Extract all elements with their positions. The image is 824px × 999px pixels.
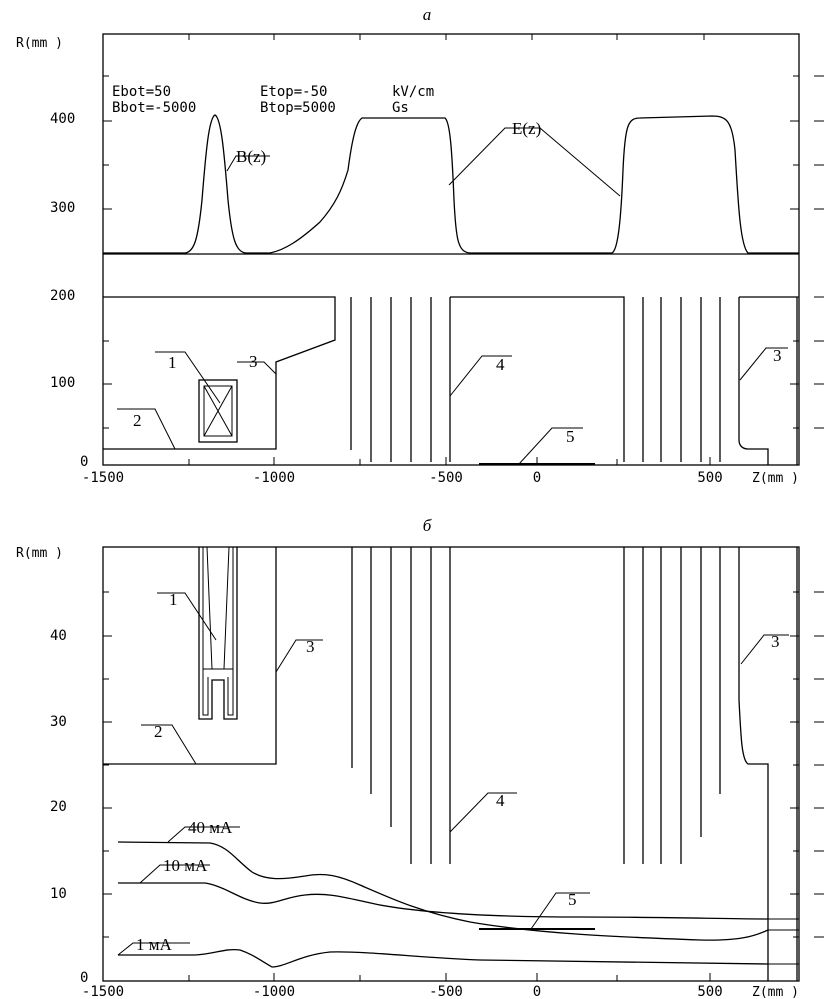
panel-b-callouts: 1 2 3 4 5 3: [141, 590, 789, 930]
beam-envelope-10ma: [118, 882, 769, 920]
x-tick-label: 0: [533, 470, 541, 486]
param-etop: Etop=-50: [260, 84, 327, 100]
x-tick-label: -500: [429, 470, 463, 486]
callout-label: 4: [496, 791, 505, 810]
callout-label: 3: [771, 632, 780, 651]
panel-b-y-axis-label: R(mm ): [16, 546, 63, 561]
callout-label: 4: [496, 355, 505, 374]
callout-label: 3: [306, 637, 315, 656]
beam-label: 1 мА: [136, 935, 173, 954]
callout-label: 5: [566, 427, 575, 446]
y-tick-label: 400: [50, 111, 75, 127]
panel-a-callouts: 1 2 3 4 5 3: [117, 346, 788, 465]
x-axis-label: Z(mm ): [752, 985, 799, 999]
callout-label: 3: [773, 346, 782, 365]
magnet-coil: [198, 379, 238, 443]
param-bbot: Bbot=-5000: [112, 100, 196, 116]
panel-b-y-ticks: 40 30 20 10 0: [50, 591, 824, 986]
beam-envelope-1ma: [118, 948, 769, 968]
panel-a-electrodes: [103, 296, 798, 465]
y-tick-label: 100: [50, 375, 75, 391]
param-e-unit: kV/cm: [392, 84, 434, 100]
e-field-curve-2: [611, 115, 799, 254]
beam-label: 10 мА: [163, 856, 208, 875]
callout-label: 3: [249, 352, 258, 371]
panel-b-beam-envelopes: [117, 841, 799, 968]
callout-label: 2: [133, 411, 142, 430]
panel-a-y-axis-label: R(mm ): [16, 36, 63, 51]
x-tick-label: -500: [429, 984, 463, 999]
callout-label: 2: [154, 722, 163, 741]
e-field-curve-1: [269, 117, 612, 254]
x-tick-label: -1500: [82, 470, 124, 486]
y-tick-label: 10: [50, 886, 67, 902]
y-tick-label: 30: [50, 714, 67, 730]
beam-envelope-40ma: [117, 841, 769, 941]
x-tick-label: 0: [533, 984, 541, 999]
panel-b-x-ticks: -1500 -1000 -500 0 500 Z(mm ): [82, 973, 799, 999]
callout-label: 5: [568, 890, 577, 909]
x-axis-label: Z(mm ): [752, 471, 799, 486]
param-btop: Btop=5000: [260, 100, 336, 116]
callout-label: 1: [169, 590, 178, 609]
panel-b-beam-labels: 40 мА 10 мА 1 мА: [117, 818, 240, 956]
panel-b-title: б: [423, 516, 432, 535]
panel-b: б R(mm ) 40 30 20 10 0 -1500 -1000 -500 …: [16, 516, 824, 999]
panel-b-electrodes: [103, 546, 798, 981]
callout-label: 1: [168, 353, 177, 372]
param-ebot: Ebot=50: [112, 84, 171, 100]
y-tick-label: 0: [80, 454, 88, 470]
y-tick-label: 20: [50, 799, 67, 815]
panel-a-params: Ebot=50 Etop=-50 kV/cm Bbot=-5000 Btop=5…: [112, 84, 434, 116]
y-tick-label: 300: [50, 200, 75, 216]
y-tick-label: 0: [80, 970, 88, 986]
param-b-unit: Gs: [392, 100, 409, 116]
panel-a-title: а: [423, 5, 432, 24]
x-tick-label: -1000: [253, 984, 295, 999]
y-tick-label: 40: [50, 628, 67, 644]
panel-a-frame: [102, 33, 800, 466]
panel-a-x-ticks: -1500 -1000 -500 0 500 Z(mm ): [82, 457, 799, 486]
b-field-curve: [103, 114, 270, 254]
panel-a: а R(mm ) 400 300 200 100 0 -1500 -1000 -…: [16, 5, 824, 486]
x-tick-label: -1000: [253, 470, 295, 486]
beam-label: 40 мА: [188, 818, 233, 837]
y-tick-label: 200: [50, 288, 75, 304]
x-tick-label: -1500: [82, 984, 124, 999]
x-tick-label: 500: [697, 470, 722, 486]
x-tick-label: 500: [697, 984, 722, 999]
